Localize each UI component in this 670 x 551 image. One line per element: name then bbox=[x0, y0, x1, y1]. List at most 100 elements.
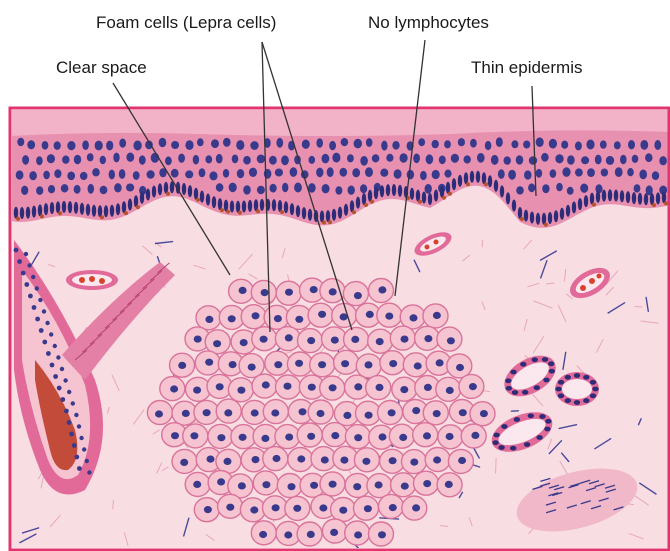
foam-cell-nucleus bbox=[238, 482, 246, 489]
foam-cell bbox=[320, 472, 345, 496]
keratinocyte-nucleus bbox=[27, 140, 35, 149]
follicle-nucleus bbox=[57, 386, 62, 391]
foam-cell bbox=[275, 327, 300, 351]
melanin-granule bbox=[136, 205, 140, 209]
melanin-granule bbox=[256, 209, 260, 213]
label-no-lymphocytes: No lymphocytes bbox=[368, 14, 489, 31]
keratinocyte-nucleus bbox=[485, 141, 492, 150]
keratinocyte-nucleus bbox=[36, 156, 43, 165]
duct-nucleus bbox=[565, 375, 571, 380]
foam-cell-nucleus bbox=[182, 410, 190, 417]
foam-cell bbox=[298, 329, 323, 353]
foam-cell-nucleus bbox=[295, 360, 303, 367]
follicle-nucleus bbox=[46, 351, 51, 356]
melanin-granule bbox=[484, 182, 488, 186]
duct-nucleus bbox=[555, 387, 561, 392]
melanin-granule bbox=[520, 217, 524, 221]
keratinocyte-nucleus bbox=[425, 184, 432, 194]
foam-cell bbox=[414, 471, 439, 495]
foam-cell bbox=[208, 424, 233, 448]
basal-nucleus bbox=[536, 213, 540, 225]
foam-cell-nucleus bbox=[271, 409, 279, 416]
basal-nucleus bbox=[356, 197, 360, 209]
basal-nucleus bbox=[392, 184, 396, 196]
keratinocyte-nucleus bbox=[600, 140, 607, 148]
foam-cell-nucleus bbox=[307, 433, 315, 440]
keratinocyte-nucleus bbox=[639, 170, 647, 180]
foam-cell-nucleus bbox=[180, 459, 188, 466]
foam-cell bbox=[263, 496, 288, 520]
keratinocyte-nucleus bbox=[366, 138, 373, 147]
basal-nucleus bbox=[20, 207, 24, 219]
follicle-nucleus bbox=[42, 340, 47, 345]
keratinocyte-nucleus bbox=[601, 169, 608, 177]
keratinocyte-nucleus bbox=[223, 169, 229, 178]
foam-cell-nucleus bbox=[341, 360, 349, 367]
follicle-nucleus bbox=[79, 436, 83, 440]
duct-nucleus bbox=[512, 390, 518, 395]
keratinocyte-nucleus bbox=[159, 138, 167, 148]
foam-cell-nucleus bbox=[365, 361, 373, 368]
foam-cell-nucleus bbox=[171, 432, 179, 439]
keratinocyte-nucleus bbox=[147, 170, 155, 178]
foam-cell-nucleus bbox=[310, 286, 318, 293]
keratinocyte-nucleus bbox=[586, 140, 594, 150]
follicle-nucleus bbox=[67, 390, 71, 394]
keratinocyte-nucleus bbox=[250, 141, 258, 150]
foam-cell-nucleus bbox=[366, 311, 374, 318]
keratinocyte-nucleus bbox=[451, 154, 459, 163]
foam-cell-nucleus bbox=[260, 336, 268, 343]
foam-cell-nucleus bbox=[412, 504, 420, 511]
keratinocyte-nucleus bbox=[587, 168, 595, 177]
foam-cell bbox=[216, 449, 241, 473]
melanin-granule bbox=[196, 198, 200, 202]
foam-cell-nucleus bbox=[274, 361, 282, 368]
melanin-granule bbox=[442, 196, 446, 200]
foam-cell-nucleus bbox=[399, 434, 407, 441]
keratinocyte-nucleus bbox=[652, 171, 659, 180]
keratinocyte-nucleus bbox=[528, 183, 535, 192]
keratinocyte-nucleus bbox=[82, 140, 89, 150]
follicle-nucleus bbox=[82, 447, 86, 451]
keratinocyte-nucleus bbox=[524, 170, 532, 179]
foam-cell bbox=[308, 303, 333, 327]
keratinocyte-nucleus bbox=[386, 154, 393, 162]
foam-cell bbox=[185, 472, 210, 496]
basal-nucleus bbox=[248, 200, 252, 212]
follicle-nucleus bbox=[35, 286, 39, 290]
keratinocyte-nucleus bbox=[426, 154, 434, 164]
keratinocyte-nucleus bbox=[327, 167, 334, 177]
keratinocyte-nucleus bbox=[329, 141, 336, 150]
basal-nucleus bbox=[512, 200, 516, 212]
keratinocyte-nucleus bbox=[640, 140, 648, 150]
keratinocyte-nucleus bbox=[80, 172, 88, 180]
follicle-nucleus bbox=[72, 443, 77, 448]
foam-cell bbox=[369, 279, 394, 303]
follicle-nucleus bbox=[38, 298, 42, 302]
basal-nucleus bbox=[620, 190, 624, 202]
foam-cell-nucleus bbox=[354, 292, 362, 299]
foam-cell-nucleus bbox=[412, 407, 420, 414]
keratinocyte-nucleus bbox=[309, 156, 316, 164]
basal-nucleus bbox=[614, 190, 618, 202]
foam-cell bbox=[218, 494, 243, 518]
foam-cell-nucleus bbox=[297, 455, 305, 462]
follicle-nucleus bbox=[35, 317, 40, 322]
keratinocyte-nucleus bbox=[365, 167, 373, 177]
basal-nucleus bbox=[290, 203, 294, 215]
foam-cell-nucleus bbox=[401, 483, 409, 490]
foam-cell bbox=[231, 425, 256, 449]
follicle-nucleus bbox=[53, 374, 58, 379]
duct-nucleus bbox=[510, 446, 516, 451]
keratinocyte-nucleus bbox=[491, 155, 499, 165]
keratinocyte-nucleus bbox=[29, 171, 37, 180]
keratinocyte-nucleus bbox=[541, 153, 549, 162]
foam-cell-nucleus bbox=[480, 410, 488, 417]
foam-cell-nucleus bbox=[433, 410, 441, 417]
keratinocyte-nucleus bbox=[394, 169, 402, 179]
basal-nucleus bbox=[566, 205, 570, 217]
foam-cell bbox=[297, 522, 322, 546]
follicle-nucleus bbox=[71, 401, 75, 405]
keratinocyte-nucleus bbox=[178, 154, 185, 163]
foam-cell bbox=[391, 473, 416, 497]
